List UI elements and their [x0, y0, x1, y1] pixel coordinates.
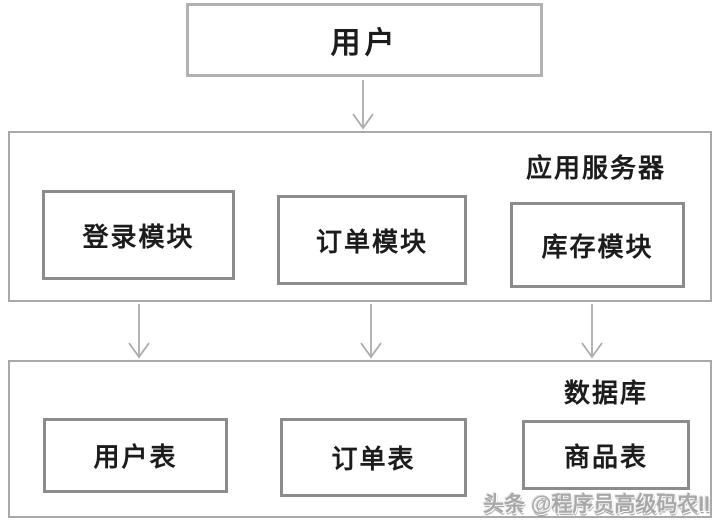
order-module-label: 订单模块 — [315, 227, 428, 257]
login-module-label: 登录模块 — [82, 222, 195, 252]
user-table-label: 用户表 — [93, 443, 178, 472]
order-table-label: 订单表 — [331, 445, 416, 474]
product-table-label: 商品表 — [563, 442, 648, 472]
order-table-box: 订单表 — [280, 418, 467, 497]
watermark-text: 头条 @程序员高级码农II — [483, 493, 710, 516]
database-label: 数据库 — [563, 373, 648, 410]
product-table-box: 商品表 — [522, 420, 690, 490]
inventory-module-label: 库存模块 — [541, 232, 654, 262]
arrow-order-to-database — [360, 304, 382, 359]
arrow-user-to-appserver — [352, 80, 374, 130]
login-module-box: 登录模块 — [42, 190, 235, 280]
inventory-module-box: 库存模块 — [510, 202, 685, 288]
arrow-inventory-to-database — [581, 304, 603, 359]
user-box-label: 用户 — [330, 27, 399, 60]
arrow-login-to-database — [128, 304, 150, 359]
user-table-box: 用户表 — [43, 418, 228, 493]
user-box: 用户 — [186, 3, 543, 77]
order-module-box: 订单模块 — [277, 195, 467, 285]
app-server-label: 应用服务器 — [525, 148, 666, 185]
